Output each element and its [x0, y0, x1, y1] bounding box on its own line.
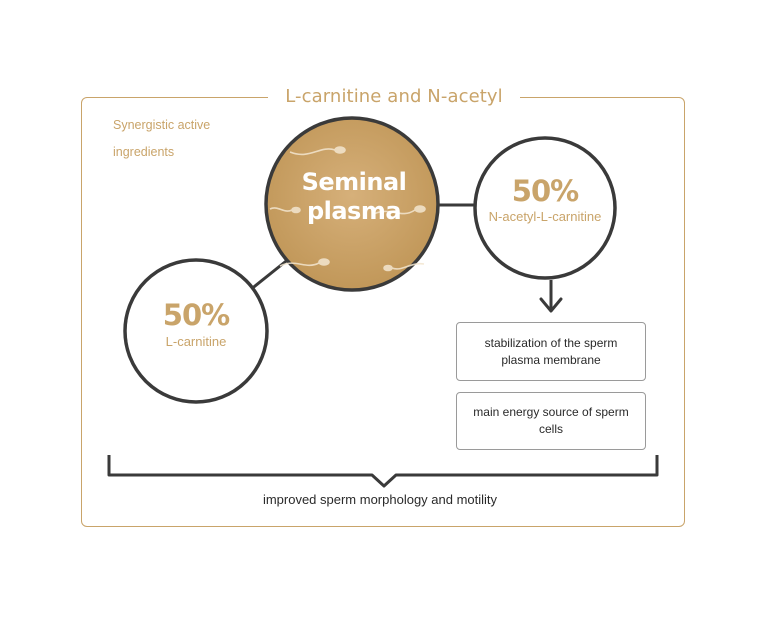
synergy-label: Synergistic active ingredients: [113, 118, 211, 159]
l-carnitine-percent: 50%: [162, 298, 230, 332]
l-carnitine-circle: [123, 258, 269, 404]
seminal-plasma-line2: plasma: [306, 197, 402, 225]
seminal-plasma-line1: Seminal: [301, 168, 407, 196]
l-carnitine-label: L-carnitine: [165, 334, 227, 349]
effect-box-energy: main energy source of sperm cells: [456, 392, 646, 450]
n-acetyl-label: N-acetyl-L-carnitine: [488, 209, 602, 224]
sperm-illustration: [269, 146, 426, 272]
connector-left: [249, 256, 291, 292]
seminal-plasma-label: Seminal plasma: [270, 168, 438, 226]
effect-membrane-text: stabilization of the sperm plasma membra…: [484, 335, 618, 367]
effect-energy-text: main energy source of sperm cells: [473, 405, 629, 436]
result-text: improved sperm morphology and motility: [262, 492, 498, 507]
frame-title: L-carnitine and N-acetyl: [268, 85, 520, 109]
effect-box-membrane: stabilization of the sperm plasma membra…: [456, 322, 646, 381]
n-acetyl-circle: [473, 136, 617, 280]
brace: [107, 455, 659, 488]
n-acetyl-percent: 50%: [511, 174, 579, 208]
arrow-head-icon: [539, 297, 563, 313]
seminal-plasma-circle: [264, 116, 440, 292]
